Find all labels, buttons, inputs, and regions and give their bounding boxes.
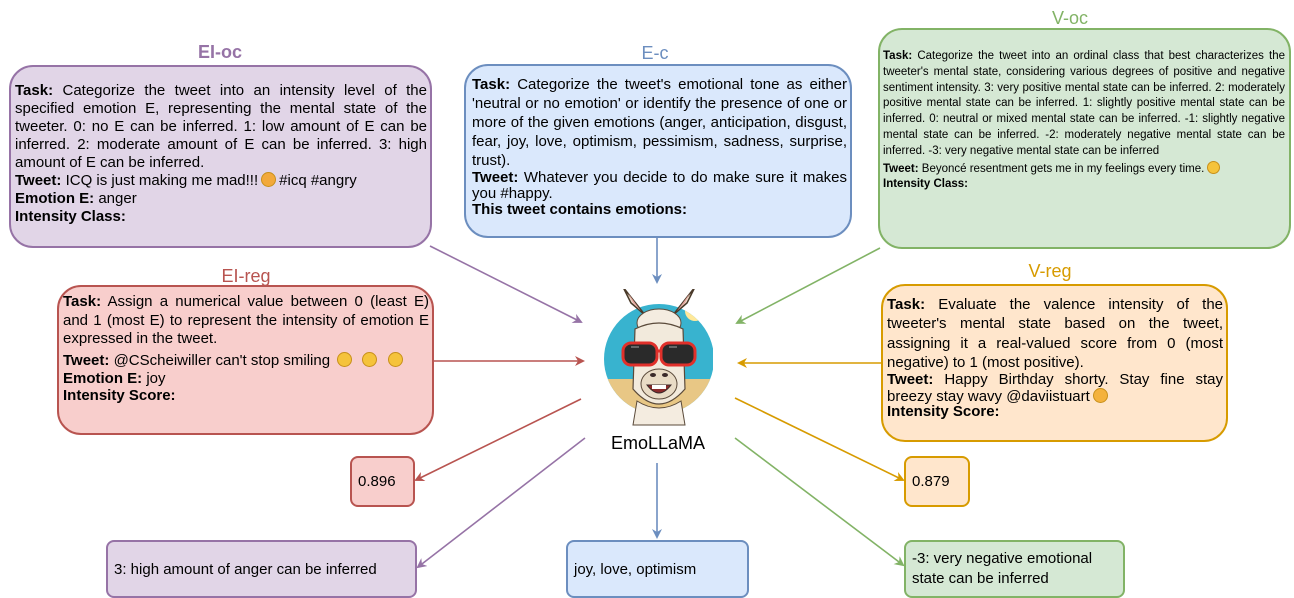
voc-prompt-box: Task: Categorize the tweet into an ordin… (878, 28, 1291, 249)
ec-prompt-box: Task: Categorize the tweet's emotional t… (464, 64, 852, 238)
vreg-title: V-reg (1028, 261, 1072, 281)
ec-tweet-text: Whatever you decide to do make sure it m… (472, 169, 847, 202)
voc-task-text: Categorize the tweet into an ordinal cla… (883, 50, 1285, 157)
eireg-emotion-text: joy (146, 370, 166, 387)
ec-title: E-c (641, 43, 669, 63)
vreg-prompt-box: Task: Evaluate the valence intensity of … (881, 284, 1228, 442)
grinning-squinting-emoji-icon-3 (387, 351, 403, 367)
vreg-task-label: Task: (887, 296, 926, 313)
eireg-tweet-label: Tweet: (63, 351, 110, 369)
ec-output-box: joy, love, optimism (566, 540, 749, 598)
arrow-eioc-in (429, 245, 583, 323)
vreg-tweet-label: Tweet: (887, 371, 934, 389)
arrow-voc-in (735, 247, 881, 324)
eioc-class-label: Intensity Class: (15, 208, 126, 225)
eireg-emotion-label: Emotion E: (63, 370, 143, 387)
voc-task-label: Task: (883, 50, 913, 62)
voc-tweet-label: Tweet: (883, 162, 919, 175)
llama-logo-icon (604, 286, 713, 426)
vreg-task-text: Evaluate the valence intensity of the tw… (887, 296, 1224, 371)
ec-task-label: Task: (472, 76, 511, 93)
arrow-eioc-out (416, 437, 586, 569)
emollama-avatar (603, 286, 713, 429)
angry-face-emoji-icon (261, 172, 277, 187)
arrow-vreg-out (734, 397, 905, 481)
eireg-task-label: Task: (63, 293, 102, 310)
eireg-score-label: Intensity Score: (63, 386, 176, 404)
eireg-prompt-box: Task: Assign a numerical value between 0… (57, 285, 434, 435)
grinning-squinting-emoji-icon-1 (337, 351, 353, 367)
kissing-face-emoji-icon (1092, 388, 1108, 404)
eioc-task-label: Task: (15, 82, 54, 99)
eireg-tweet-text: @CScheiwiller can't stop smiling (113, 351, 331, 369)
eireg-task-text: Assign a numerical value between 0 (leas… (63, 293, 430, 347)
vreg-score-label: Intensity Score: (887, 403, 1000, 421)
voc-output-box: -3: very negative emotional state can be… (904, 540, 1125, 598)
ec-contains-label: This tweet contains emotions: (472, 201, 688, 218)
vreg-output-box: 0.879 (904, 456, 970, 507)
vreg-tweet-text: Happy Birthday shorty. Stay fine stay br… (887, 371, 1223, 406)
eioc-emotion-label: Emotion E: (15, 190, 95, 207)
eioc-tweet-tail: #icq #angry (279, 172, 357, 189)
arrow-voc-out (734, 437, 905, 567)
arrow-eireg-out (414, 398, 582, 481)
eioc-task-text: Categorize the tweet into an intensity l… (15, 82, 427, 171)
grinning-squinting-emoji-icon-2 (362, 351, 378, 367)
ec-task-text: Categorize the tweet's emotional tone as… (472, 76, 847, 169)
voc-tweet-text: Beyoncé resentment gets me in my feeling… (921, 162, 1205, 175)
eioc-output-box: 3: high amount of anger can be inferred (106, 540, 417, 598)
voc-class-label: Intensity Class: (883, 178, 968, 191)
eioc-prompt-box: Task: Categorize the tweet into an inten… (9, 65, 432, 248)
eireg-output-box: 0.896 (350, 456, 415, 507)
emollama-label: EmoLLaMA (610, 433, 706, 453)
eioc-title: EI-oc (197, 42, 242, 62)
eireg-title: EI-reg (221, 266, 271, 286)
voc-title: V-oc (1051, 8, 1089, 28)
eioc-tweet-text: ICQ is just making me mad!!! (65, 172, 259, 189)
weary-face-emoji-icon (1207, 160, 1221, 174)
eioc-emotion-text: anger (98, 190, 137, 207)
eioc-tweet-label: Tweet: (15, 172, 62, 189)
ec-tweet-label: Tweet: (472, 169, 519, 186)
